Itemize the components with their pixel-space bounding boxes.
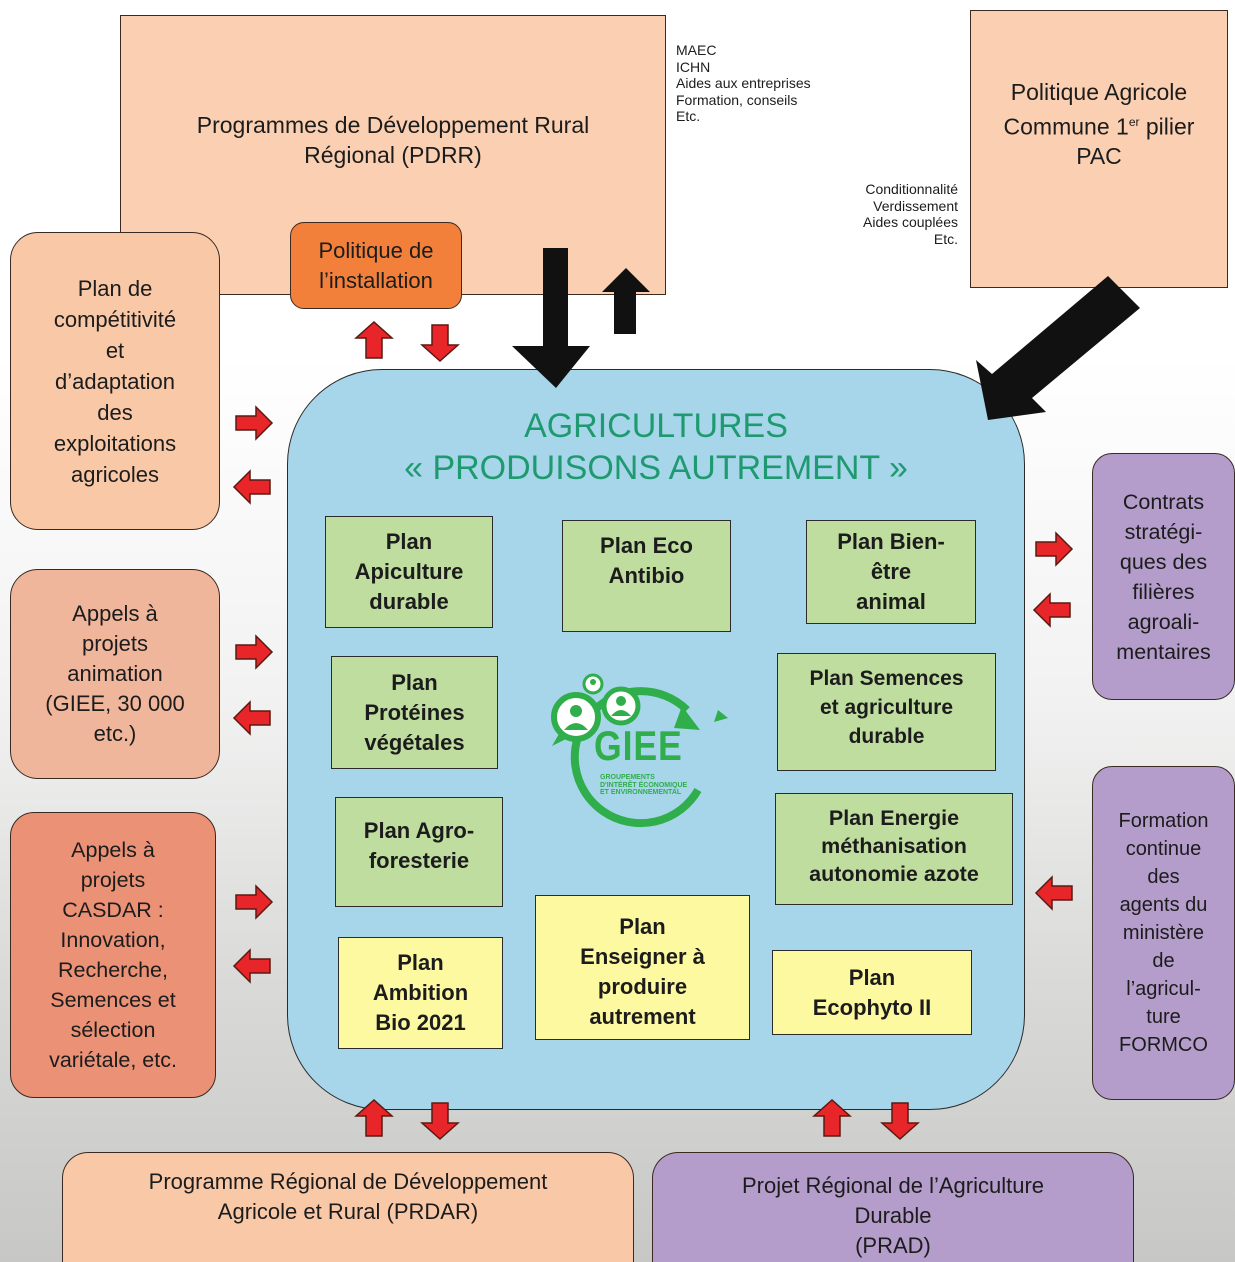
- arrow-right-contrats: [1035, 532, 1073, 566]
- arrow-left-formco: [1035, 876, 1073, 910]
- plan-ecophyto: Plan Ecophyto II: [772, 950, 972, 1035]
- plan-energie: Plan Energie méthanisation autonomie azo…: [775, 793, 1013, 905]
- plan-agroforesterie: Plan Agro- foresterie: [335, 797, 503, 907]
- prad-box: Projet Régional de l’Agriculture Durable…: [652, 1152, 1134, 1262]
- arrow-right-casdar: [235, 885, 273, 919]
- plan-apiculture: Plan Apiculture durable: [325, 516, 493, 628]
- giee-logo-graphic: [551, 673, 728, 828]
- arrow-pac-black: [976, 276, 1140, 420]
- pac-measures-list: Conditionnalité Verdissement Aides coupl…: [863, 181, 958, 247]
- plan-ecoantibio: Plan Eco Antibio: [562, 520, 731, 632]
- giee-acronym: GIEE: [594, 722, 683, 769]
- prdar-box: Programme Régional de Développement Agri…: [62, 1152, 634, 1262]
- plan-enseigner: Plan Enseigner à produire autrement: [535, 895, 750, 1040]
- competitivite-box: Plan de compétitivité et d’adaptation de…: [10, 232, 220, 530]
- pdrr-label: Programmes de Développement Rural Région…: [196, 112, 590, 168]
- arrow-up-installation: [355, 321, 393, 359]
- arrow-left-competitivite: [233, 470, 271, 504]
- animation-box: Appels à projets animation (GIEE, 30 000…: [10, 569, 220, 779]
- arrow-left-casdar: [233, 949, 271, 983]
- title-line2: « PRODUISONS AUTREMENT »: [404, 449, 908, 487]
- giee-logo: GIEE GROUPEMENTS D'INTÉRÊT ÉCONOMIQUE ET…: [548, 672, 738, 842]
- contrats-box: Contrats stratégi- ques des filières agr…: [1092, 453, 1235, 700]
- animation-label: Appels à projets animation (GIEE, 30 000…: [45, 601, 185, 746]
- prdar-label: Programme Régional de Développement Agri…: [148, 1168, 548, 1224]
- pdrr-measures-list: MAEC ICHN Aides aux entreprises Formatio…: [676, 42, 811, 124]
- prad-label: Projet Régional de l’Agriculture Durable…: [741, 1172, 1045, 1258]
- formco-box: Formation continue des agents du ministè…: [1092, 766, 1235, 1100]
- installation-label: Politique de l’installation: [318, 237, 434, 293]
- title-line1: AGRICULTURES: [524, 407, 788, 445]
- plan-proteines: Plan Protéines végétales: [331, 656, 498, 769]
- installation-box: Politique de l’installation: [290, 222, 462, 309]
- center-title: AGRICULTURES « PRODUISONS AUTREMENT »: [287, 405, 1025, 489]
- pac-line3: PAC: [1076, 143, 1122, 170]
- plan-bienetre: Plan Bien- être animal: [806, 520, 976, 624]
- contrats-label: Contrats stratégi- ques des filières agr…: [1116, 489, 1211, 664]
- giee-subtitle: GROUPEMENTS D'INTÉRÊT ÉCONOMIQUE ET ENVI…: [600, 774, 688, 796]
- formco-label: Formation continue des agents du ministè…: [1118, 810, 1209, 1056]
- pac-line1: Politique Agricole: [1010, 78, 1188, 105]
- pac-box: Politique Agricole Commune 1er pilier PA…: [970, 10, 1228, 288]
- arrow-left-contrats: [1033, 593, 1071, 627]
- arrow-left-animation: [233, 701, 271, 735]
- competitivite-label: Plan de compétitivité et d’adaptation de…: [53, 275, 177, 487]
- arrow-right-animation: [235, 635, 273, 669]
- pac-line2: Commune 1er pilier: [1003, 113, 1195, 140]
- arrow-down-installation: [421, 324, 459, 362]
- casdar-label: Appels à projets CASDAR : Innovation, Re…: [49, 838, 177, 1072]
- casdar-box: Appels à projets CASDAR : Innovation, Re…: [10, 812, 216, 1098]
- arrow-right-competitivite: [235, 406, 273, 440]
- plan-ambition-bio: Plan Ambition Bio 2021: [338, 937, 503, 1049]
- plan-semences: Plan Semences et agriculture durable: [777, 653, 996, 771]
